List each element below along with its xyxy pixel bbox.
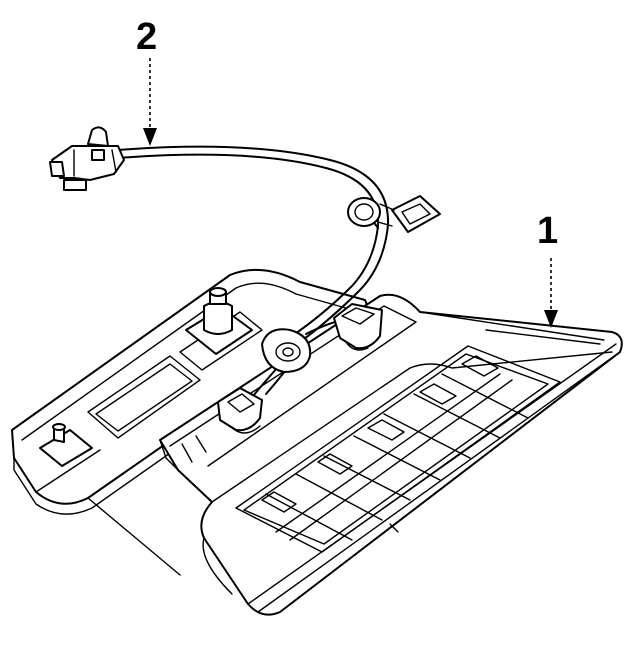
bulb-socket-upper [347, 195, 441, 233]
callout-label-1: 1 [537, 210, 559, 252]
callout-leader-1 [544, 258, 558, 328]
callout-label-2: 2 [136, 16, 158, 58]
callout-leader-2 [143, 58, 157, 146]
bulb-socket-middle [333, 303, 383, 351]
lens-grid [235, 345, 561, 553]
harness-connector [49, 126, 125, 191]
mounting-stud-right [185, 287, 253, 355]
bulb-socket-lower [217, 387, 263, 434]
wire-grommet [261, 328, 312, 373]
mounting-stud-left [39, 423, 93, 467]
